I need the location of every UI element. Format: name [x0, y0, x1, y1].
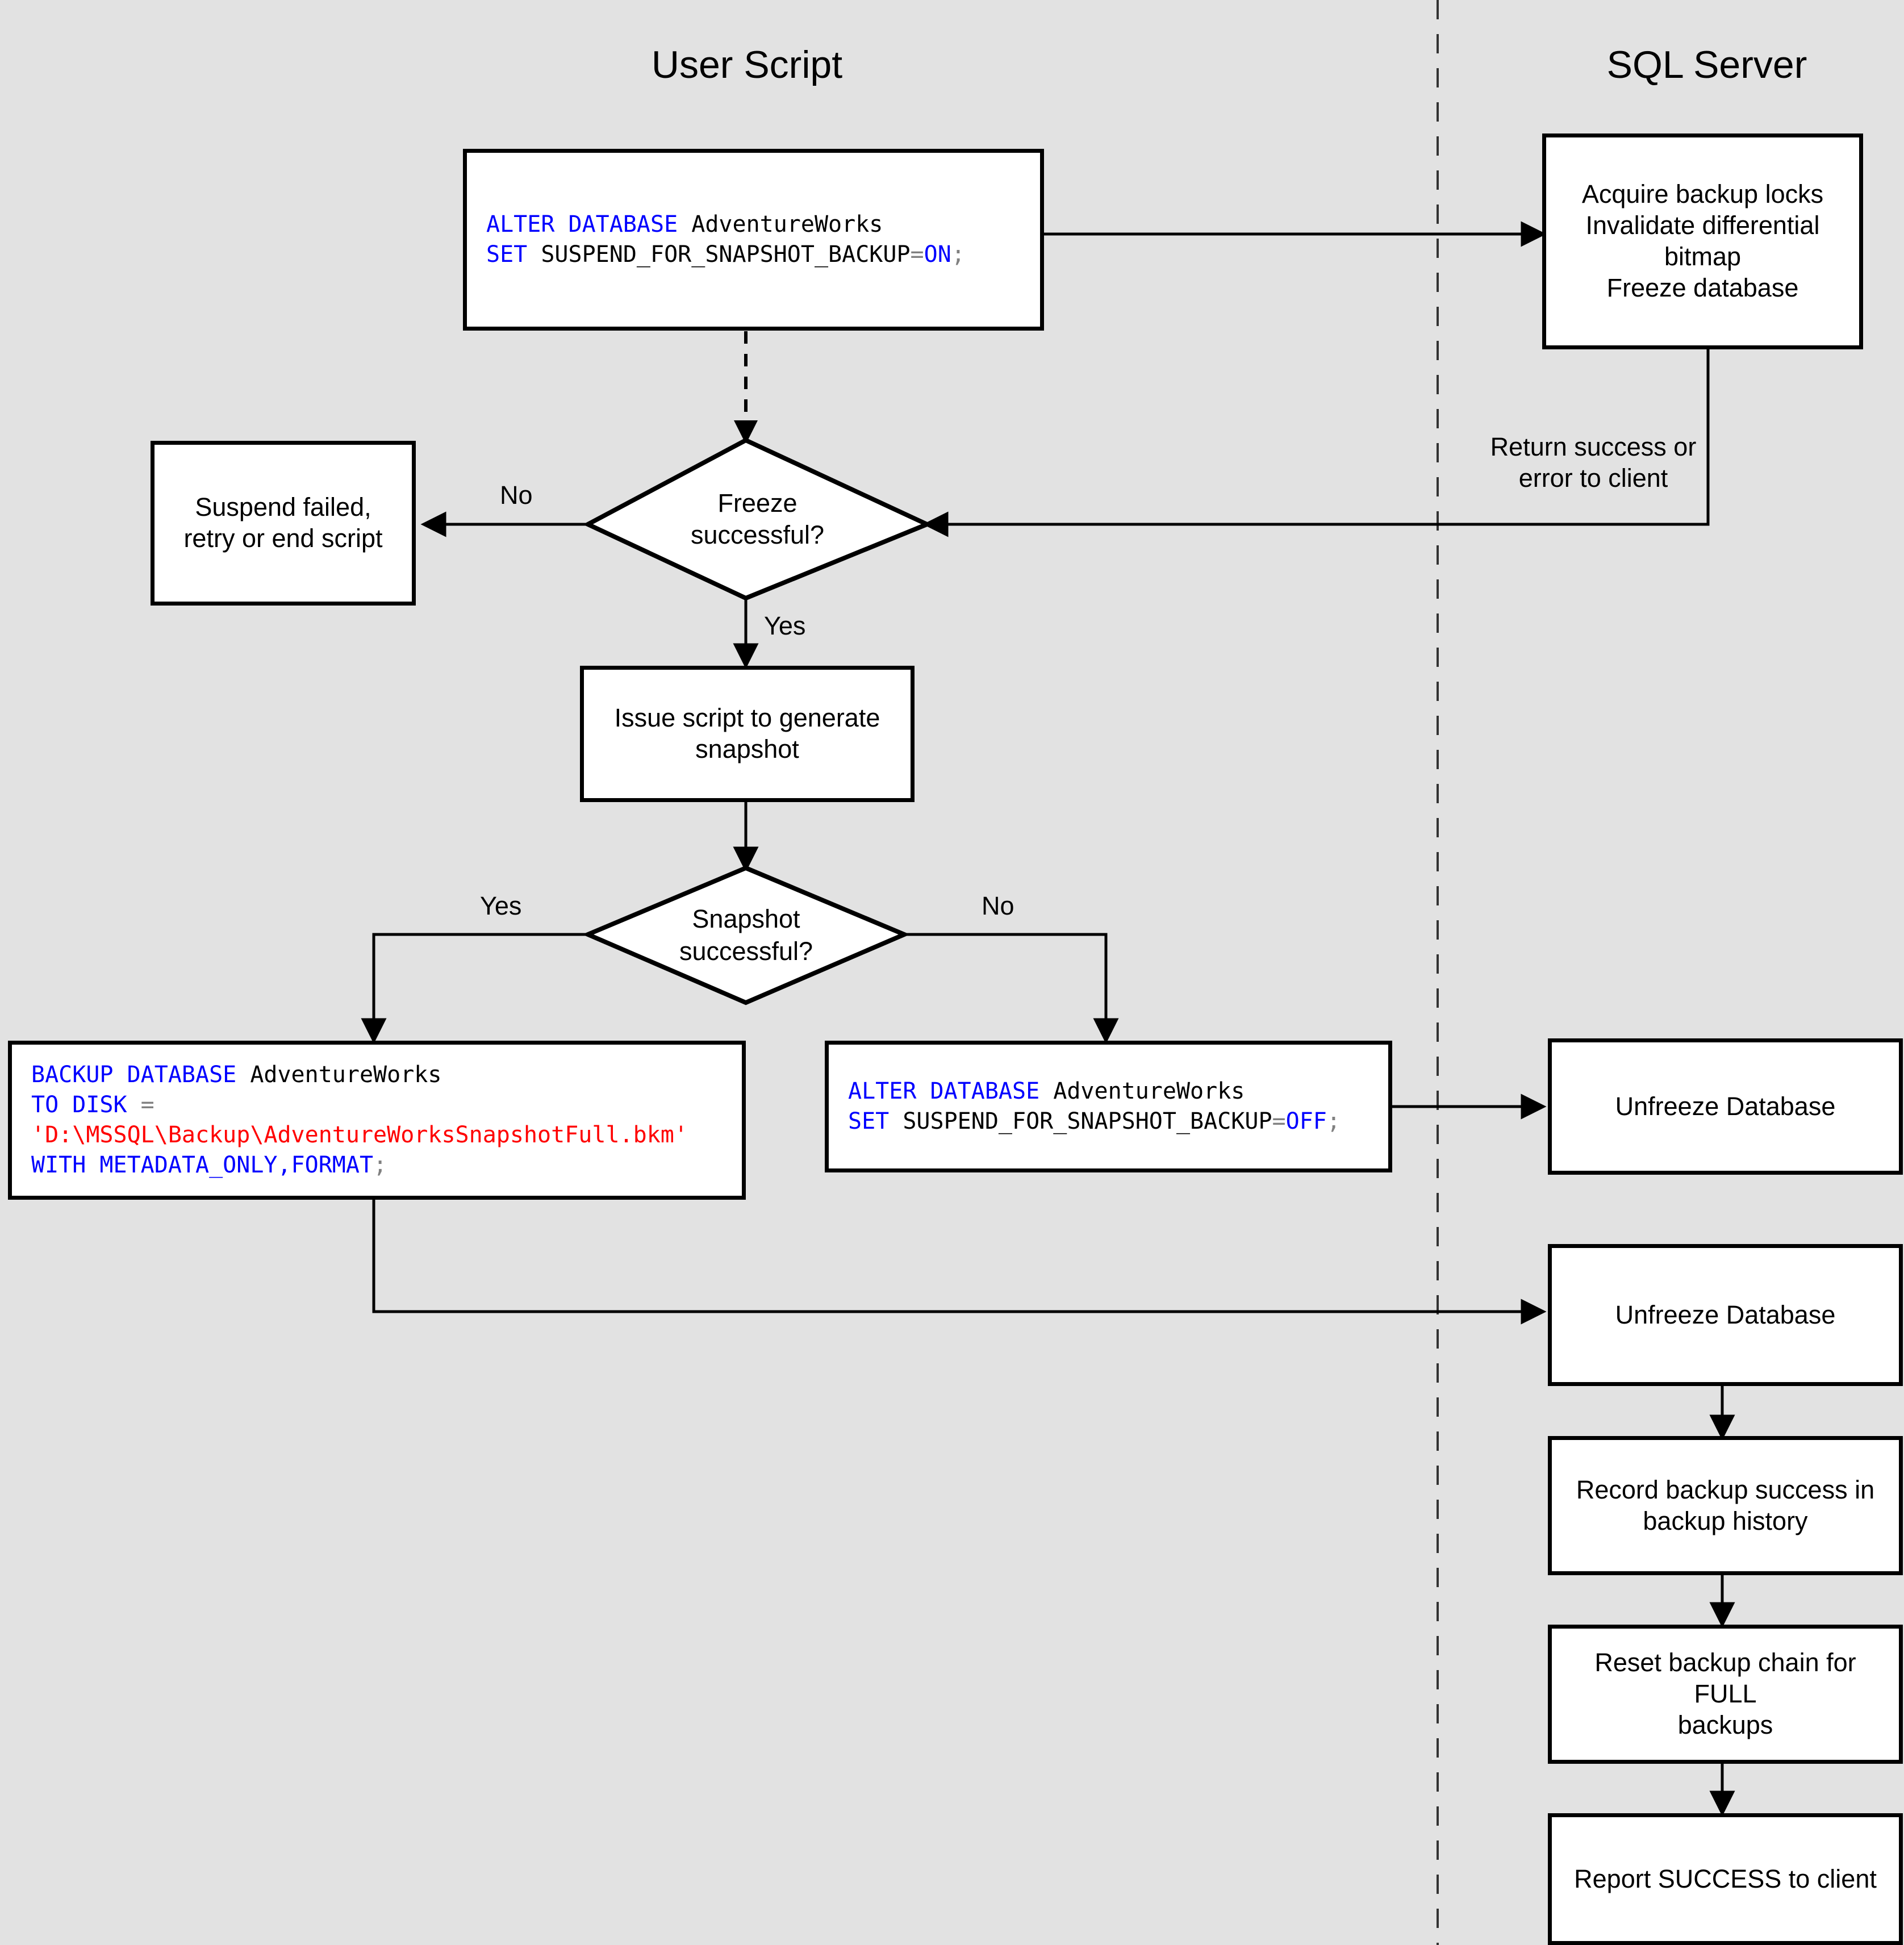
edge-label-freeze-no: No	[500, 481, 533, 510]
node-label: Suspend failed,retry or end script	[183, 492, 383, 553]
node-label: Unfreeze Database	[1615, 1091, 1836, 1121]
sql-code-alter-on: ALTER DATABASE AdventureWorks SET SUSPEN…	[486, 211, 965, 268]
edge-label-snapshot-no: No	[982, 891, 1014, 920]
node-alter-database-off[interactable]: ALTER DATABASE AdventureWorks SET SUSPEN…	[825, 1041, 1392, 1172]
freeze-decision-shape	[583, 437, 933, 601]
node-label: Report SUCCESS to client	[1574, 1864, 1877, 1893]
node-label: Unfreeze Database	[1615, 1300, 1836, 1329]
edge-snapshot-no	[904, 933, 1119, 1044]
edge-backup-to-unfreeze2	[372, 1199, 1547, 1325]
node-alter-database-on[interactable]: ALTER DATABASE AdventureWorks SET SUSPEN…	[463, 149, 1044, 331]
node-report-success[interactable]: Report SUCCESS to client	[1548, 1813, 1903, 1945]
edge-label-freeze-yes: Yes	[764, 611, 806, 640]
edge-snapshot-yes	[361, 933, 588, 1044]
snapshot-decision-shape	[582, 865, 911, 1005]
edge-acquire-return	[922, 349, 1710, 537]
sql-code-backup: BACKUP DATABASE AdventureWorks TO DISK =…	[31, 1062, 688, 1178]
edge-label-snapshot-yes: Yes	[480, 891, 522, 920]
node-backup-database[interactable]: BACKUP DATABASE AdventureWorks TO DISK =…	[8, 1041, 746, 1200]
sql-code-alter-off: ALTER DATABASE AdventureWorks SET SUSPEN…	[848, 1078, 1341, 1134]
node-unfreeze-database-1[interactable]: Unfreeze Database	[1548, 1038, 1903, 1175]
swimlane-title-user-script: User Script	[651, 43, 843, 86]
swimlane-title-sql-server: SQL Server	[1606, 43, 1807, 86]
node-unfreeze-database-2[interactable]: Unfreeze Database	[1548, 1244, 1903, 1386]
node-suspend-failed[interactable]: Suspend failed,retry or end script	[151, 441, 416, 606]
